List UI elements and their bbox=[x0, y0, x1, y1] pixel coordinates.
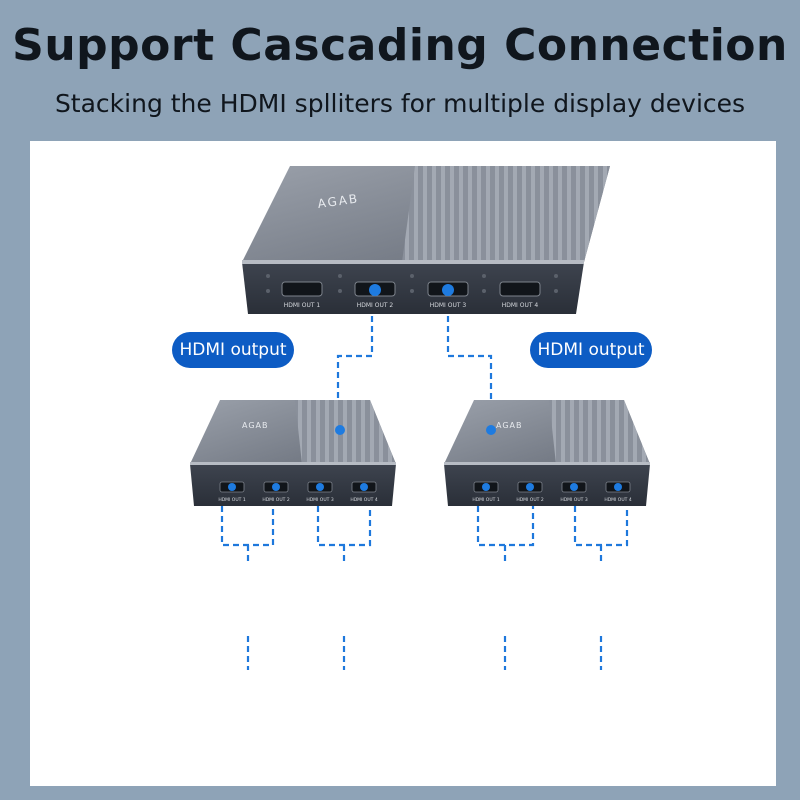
hdmi-output-badge-left: HDMI output bbox=[172, 332, 294, 368]
port-label-4: HDMI OUT 4 bbox=[502, 302, 539, 309]
cable-right-b bbox=[573, 506, 629, 547]
left-port-label-3: HDMI OUT 3 bbox=[306, 497, 334, 503]
left-port-label-4: HDMI OUT 4 bbox=[350, 497, 378, 503]
page-title: Support Cascading Connection bbox=[12, 20, 788, 71]
left-hdmi-splitter: AGAB HDMI OUT 1 HDMI OUT 2 HDMI OUT 3 HD… bbox=[190, 400, 396, 506]
hdmi-output-badge-right: HDMI output bbox=[530, 332, 652, 368]
port-label-3: HDMI OUT 3 bbox=[430, 302, 467, 309]
cable-left-a bbox=[220, 506, 275, 547]
left-port-label-2: HDMI OUT 2 bbox=[262, 497, 290, 503]
cable-out2-to-left-splitter bbox=[336, 296, 374, 430]
left-port-label-1: HDMI OUT 1 bbox=[218, 497, 246, 503]
port-label-2: HDMI OUT 2 bbox=[357, 302, 394, 309]
hdmi-port-1 bbox=[281, 281, 323, 297]
right-port-label-1: HDMI OUT 1 bbox=[472, 497, 500, 503]
cable-right-a bbox=[476, 506, 535, 547]
right-port-label-2: HDMI OUT 2 bbox=[516, 497, 544, 503]
right-port-label-4: HDMI OUT 4 bbox=[604, 497, 632, 503]
cable-plug-2 bbox=[369, 284, 381, 296]
cable-out3-to-right-splitter bbox=[446, 296, 493, 430]
brand-mark-left: AGAB bbox=[242, 421, 269, 430]
port-label-1: HDMI OUT 1 bbox=[284, 302, 321, 309]
brand-mark-main: AGAB bbox=[317, 191, 360, 211]
right-port-label-3: HDMI OUT 3 bbox=[560, 497, 588, 503]
brand-mark-right: AGAB bbox=[496, 421, 523, 430]
right-hdmi-splitter: AGAB HDMI OUT 1 HDMI OUT 2 HDMI OUT 3 HD… bbox=[444, 400, 650, 506]
cable-plug-3 bbox=[442, 284, 454, 296]
main-hdmi-splitter: AGAB HDMI OUT 1 HDMI OUT 2 HDMI OUT 3 HD… bbox=[242, 166, 610, 314]
page-subtitle: Stacking the HDMI splliters for multiple… bbox=[54, 89, 746, 118]
cable-left-b bbox=[316, 506, 372, 547]
hdmi-port-4 bbox=[499, 281, 541, 297]
